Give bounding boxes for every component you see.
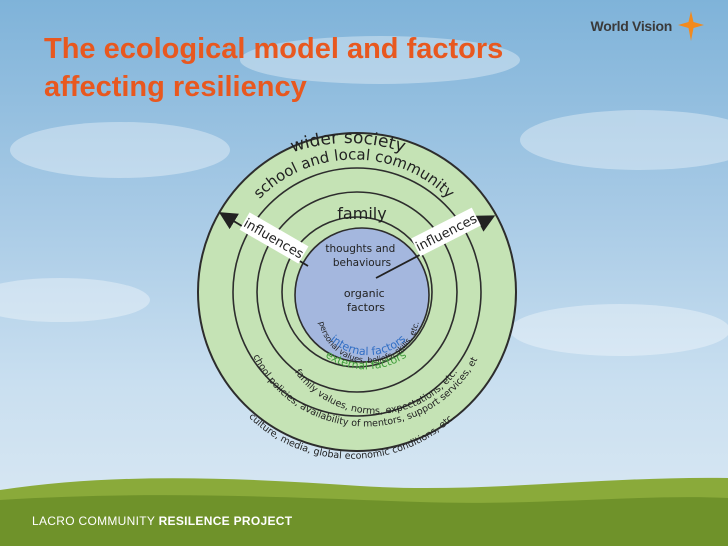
ring-external: [281, 216, 433, 368]
footer-project-name: LACRO COMMUNITY RESILENCE PROJECT: [32, 514, 292, 528]
logo-text: World Vision: [590, 18, 673, 34]
core-circle: [294, 227, 430, 363]
world-vision-star-icon: [678, 11, 704, 41]
label-organic-factors: organic factors: [344, 287, 388, 314]
ring-family: [256, 191, 458, 393]
label-family: family: [337, 204, 386, 223]
label-thoughts-behaviours: thoughts and behaviours: [325, 243, 398, 269]
slide-title: The ecological model and factors affecti…: [44, 33, 504, 103]
footer-light: LACRO COMMUNITY: [32, 514, 159, 528]
ring-school-community: [232, 167, 482, 417]
footer-bold: RESILENCE PROJECT: [158, 514, 293, 528]
world-vision-logo: World Vision: [564, 10, 704, 42]
